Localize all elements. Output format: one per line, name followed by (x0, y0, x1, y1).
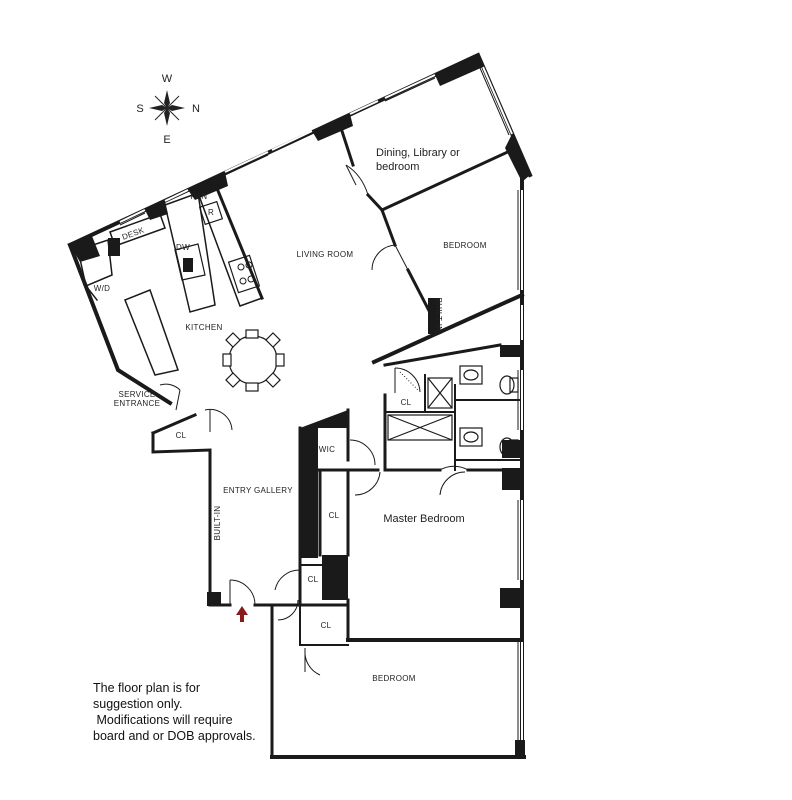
bath-fixtures (387, 365, 519, 457)
entry-arrow-icon (236, 606, 248, 622)
compass-north-label: N (192, 103, 200, 115)
living-room-label: LIVING ROOM (297, 250, 354, 259)
built-in-gallery-label: BUILT-IN (213, 506, 222, 541)
service-entrance-label-line2: ENTRANCE (114, 399, 160, 408)
door-swings (159, 164, 469, 676)
pantry-label: PAN (191, 192, 208, 201)
kitchen-label: KITCHEN (185, 323, 222, 332)
service-entrance-label-line1: SERVICE (118, 390, 155, 399)
windows (119, 66, 513, 223)
disclaimer-note: The floor plan is for suggestion only. M… (93, 680, 283, 744)
compass-rose-icon (149, 90, 185, 126)
washer-dryer-label: W/D (94, 284, 110, 293)
dining-table-icon (222, 329, 285, 392)
bedroom-south-label: BEDROOM (372, 674, 415, 683)
structural-columns (70, 55, 530, 757)
disclaimer-line-1: The floor plan is for (93, 681, 200, 695)
compass-west-label: W (162, 73, 173, 85)
interior-walls (77, 123, 525, 646)
disclaimer-line-2: suggestion only. (93, 697, 183, 711)
master-closet-label: CL (329, 511, 340, 520)
dining-label-line2: bedroom (376, 161, 419, 173)
entry-closet-label: CL (176, 431, 187, 440)
dishwasher-label: DW (176, 243, 190, 252)
wic-label: WIC (319, 445, 335, 454)
range-label: R (208, 208, 214, 217)
compass-south-label: S (136, 103, 143, 115)
built-in-bedroom-label: BUILT-IN (434, 298, 443, 333)
bedroom-closet-label: CL (321, 621, 332, 630)
dining-label-line1: Dining, Library or (376, 147, 460, 159)
disclaimer-line-3: Modifications will require (93, 713, 233, 727)
bath-closet-label: CL (401, 398, 412, 407)
disclaimer-line-4: board and or DOB approvals. (93, 729, 256, 743)
master-bedroom-label: Master Bedroom (383, 513, 464, 525)
bedroom-north-label: BEDROOM (443, 241, 486, 250)
entry-gallery-label: ENTRY GALLERY (223, 486, 293, 495)
foyer-closet-label: CL (308, 575, 319, 584)
compass-east-label: E (163, 134, 170, 146)
